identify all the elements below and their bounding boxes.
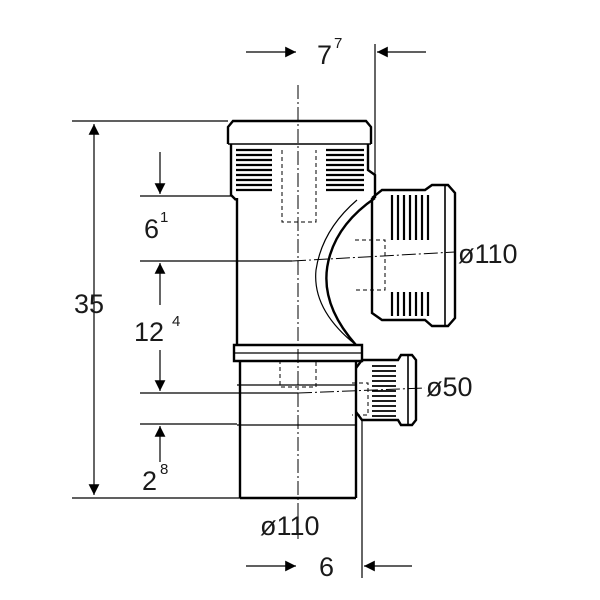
dim-lower-spacing-sup: 8 bbox=[160, 461, 168, 478]
large-branch-ribs bbox=[390, 195, 430, 316]
dimension-labels: 7 7 35 6 1 12 4 2 8 6 bbox=[74, 35, 342, 582]
dim-top-offset-sup: 7 bbox=[334, 35, 342, 52]
diameter-main-pipe: ø110 bbox=[260, 511, 320, 541]
dim-upper-spacing-sup: 1 bbox=[160, 209, 168, 226]
dim-top-offset-main: 7 bbox=[317, 40, 332, 70]
top-socket-ribs bbox=[236, 148, 364, 192]
diameter-branch-small: ø50 bbox=[426, 372, 473, 402]
dim-bottom-offset: 6 bbox=[319, 552, 334, 582]
diameter-branch-large: ø110 bbox=[458, 239, 518, 269]
dim-middle-spacing-main: 12 bbox=[134, 317, 164, 347]
dim-total-height: 35 bbox=[74, 289, 104, 319]
main-pipe-body bbox=[226, 119, 377, 500]
dim-upper-spacing-main: 6 bbox=[144, 214, 159, 244]
dim-lower-spacing-main: 2 bbox=[142, 466, 157, 496]
diameter-labels: ø110 ø50 ø110 bbox=[260, 239, 518, 541]
large-branch-socket bbox=[315, 183, 457, 346]
small-branch-ribs bbox=[372, 365, 396, 417]
small-branch-socket bbox=[352, 353, 418, 427]
center-lines bbox=[291, 85, 456, 540]
dim-middle-spacing-sup: 4 bbox=[172, 313, 180, 330]
dimension-lines bbox=[72, 44, 426, 578]
